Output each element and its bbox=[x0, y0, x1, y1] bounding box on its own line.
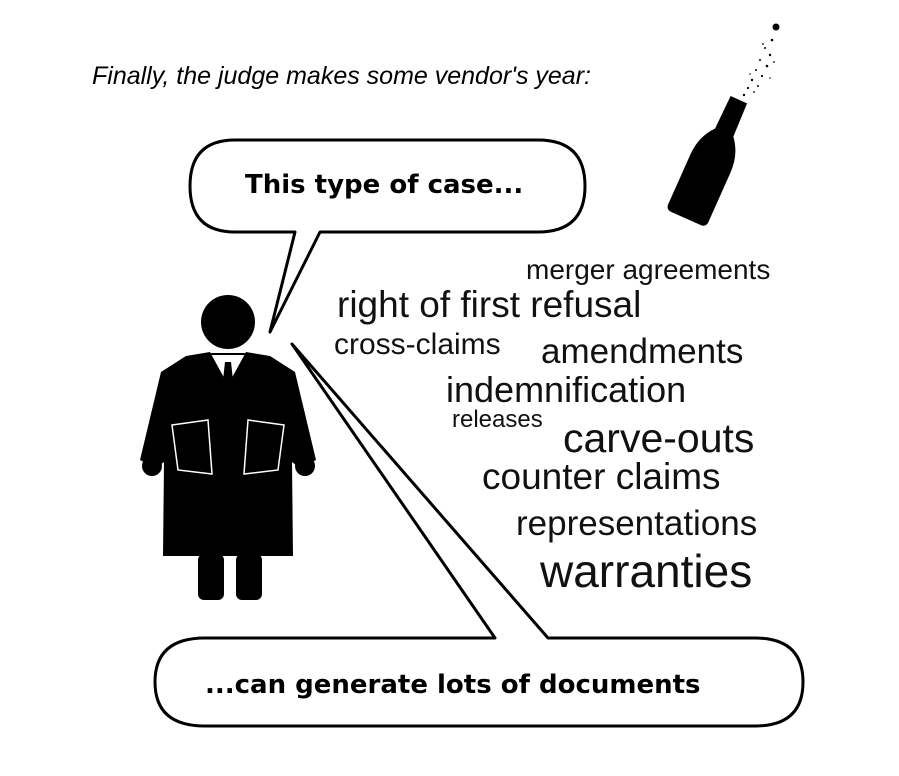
word-warranties: warranties bbox=[540, 545, 753, 597]
word-representations: representations bbox=[516, 504, 758, 543]
caption: Finally, the judge makes some vendor's y… bbox=[92, 62, 591, 90]
judge-icon bbox=[140, 295, 316, 600]
champagne-bottle-icon bbox=[667, 23, 780, 226]
speech-bubble-top bbox=[188, 138, 587, 334]
word-releases: releases bbox=[452, 406, 543, 433]
word-merger-agreements: merger agreements bbox=[526, 254, 771, 285]
word-counter-claims: counter claims bbox=[482, 456, 721, 497]
speech-bubble-bottom bbox=[153, 342, 805, 728]
word-cross-claims: cross-claims bbox=[334, 328, 501, 361]
speech-bubble-top-text: This type of case... bbox=[245, 170, 524, 200]
word-right-of-first-refusal: right of first refusal bbox=[337, 284, 642, 325]
word-carve-outs: carve-outs bbox=[563, 415, 755, 461]
speech-bubble-bottom-text: ...can generate lots of documents bbox=[205, 670, 701, 700]
word-amendments: amendments bbox=[541, 332, 744, 371]
word-indemnification: indemnification bbox=[446, 369, 687, 410]
